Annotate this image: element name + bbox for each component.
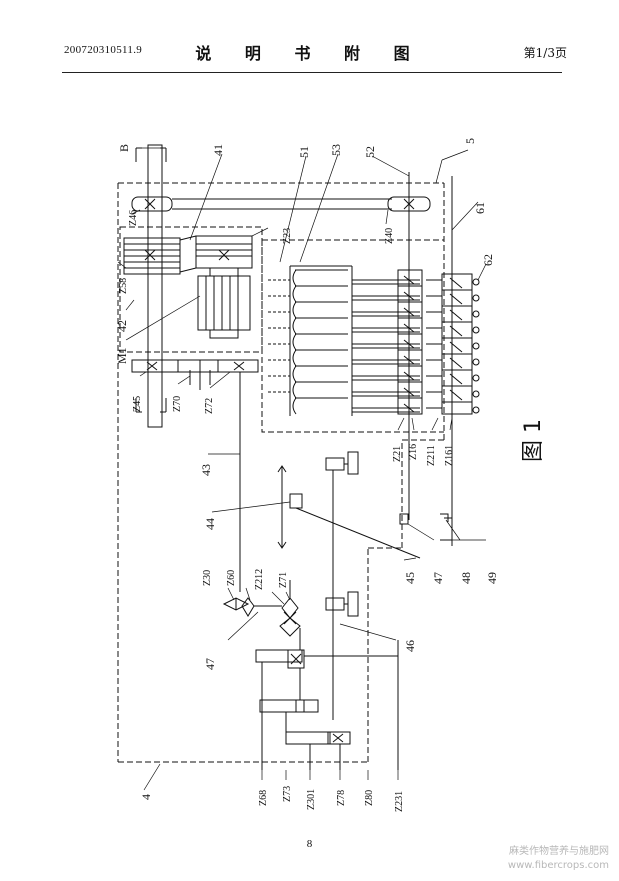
watermark-url: www.fibercrops.com — [507, 860, 609, 871]
clamp-upper — [325, 457, 345, 471]
label-5: 5 — [463, 138, 477, 144]
label-47: 47 — [431, 572, 445, 584]
bevel-gear-z60 — [241, 597, 255, 617]
label-z58: Z58 — [118, 278, 129, 294]
label-41: 41 — [211, 144, 225, 156]
gear-z45 — [131, 359, 179, 373]
label-b: B — [117, 144, 131, 152]
spindle-array — [268, 265, 420, 416]
page-title: 说 明 书 附 图 — [195, 44, 424, 63]
gear-column-z16-z21 — [397, 269, 423, 415]
label-46: 46 — [403, 640, 417, 652]
label-44: 44 — [203, 518, 217, 530]
page-number: 8 — [306, 838, 313, 850]
header-rule — [62, 72, 562, 73]
slider-44 — [289, 493, 303, 509]
belt-41 — [179, 235, 197, 273]
label-z212: Z212 — [254, 569, 265, 590]
clamp-lower — [325, 597, 345, 611]
shaft-bracket-bottom — [135, 398, 167, 413]
gear-z301 — [285, 731, 331, 745]
gear-z70 — [177, 359, 219, 373]
pulley-z46 — [131, 196, 173, 212]
label-45: 45 — [403, 572, 417, 584]
bevel-gear-z71 — [279, 617, 301, 637]
label-z211: Z211 — [426, 445, 437, 466]
leader-lines — [117, 147, 487, 791]
link-45 — [295, 507, 421, 559]
watermark: 麻类作物营养与施肥网 www.fibercrops.com — [508, 845, 609, 873]
gear-column-z161 — [426, 273, 480, 415]
watermark-site-name: 麻类作物营养与施肥网 — [509, 846, 609, 857]
label-z73: Z73 — [282, 786, 293, 802]
label-48: 48 — [459, 572, 473, 584]
label-z301: Z301 — [306, 789, 317, 810]
gear-z73 — [259, 699, 305, 713]
label-z30: Z30 — [202, 570, 213, 586]
label-47b: 47 — [203, 658, 217, 670]
part-48 — [440, 510, 453, 522]
spindle-box-53 — [261, 239, 444, 433]
label-53: 53 — [329, 144, 343, 156]
label-4: 4 — [139, 794, 153, 800]
bevel-gear-z30 — [222, 597, 250, 611]
label-z21: Z21 — [392, 446, 403, 462]
label-43: 43 — [199, 464, 213, 476]
label-z40: Z40 — [384, 228, 395, 244]
pulley-z23 — [195, 235, 253, 269]
page-label: 第1/3页 — [523, 46, 567, 60]
label-49: 49 — [485, 572, 499, 584]
label-z71: Z71 — [278, 572, 289, 588]
label-z60: Z60 — [226, 570, 237, 586]
label-z80: Z80 — [364, 790, 375, 806]
outer-frame-4 — [117, 182, 445, 763]
label-61: 61 — [473, 202, 487, 214]
label-52: 52 — [363, 146, 377, 158]
bevel-gear-z212 — [281, 597, 299, 619]
motor-box-42 — [119, 226, 263, 353]
main-shaft — [147, 144, 163, 428]
label-z68: Z68 — [258, 790, 269, 806]
belt-51 — [172, 198, 392, 210]
part-47 — [399, 513, 409, 525]
label-z46: Z46 — [128, 210, 139, 226]
label-z231: Z231 — [394, 791, 405, 812]
label-z78: Z78 — [336, 790, 347, 806]
label-z161: Z161 — [444, 445, 455, 466]
label-z45: Z45 — [132, 396, 143, 412]
figure-caption: 图 1 — [521, 419, 546, 462]
label-z16: Z16 — [408, 444, 419, 460]
label-51: 51 — [297, 146, 311, 158]
rod-48-49 — [440, 522, 453, 546]
label-z72: Z72 — [204, 398, 215, 414]
label-42: 42 — [115, 320, 129, 332]
label-62: 62 — [481, 254, 495, 266]
label-z70: Z70 — [172, 396, 183, 412]
reversing-arrow — [277, 465, 287, 549]
gear-z68-upper — [255, 649, 303, 663]
label-z23: Z23 — [282, 228, 293, 244]
label-m1: M1 — [115, 347, 129, 364]
gear-z72 — [217, 359, 259, 373]
application-number: 200720310511.9 — [64, 44, 143, 56]
